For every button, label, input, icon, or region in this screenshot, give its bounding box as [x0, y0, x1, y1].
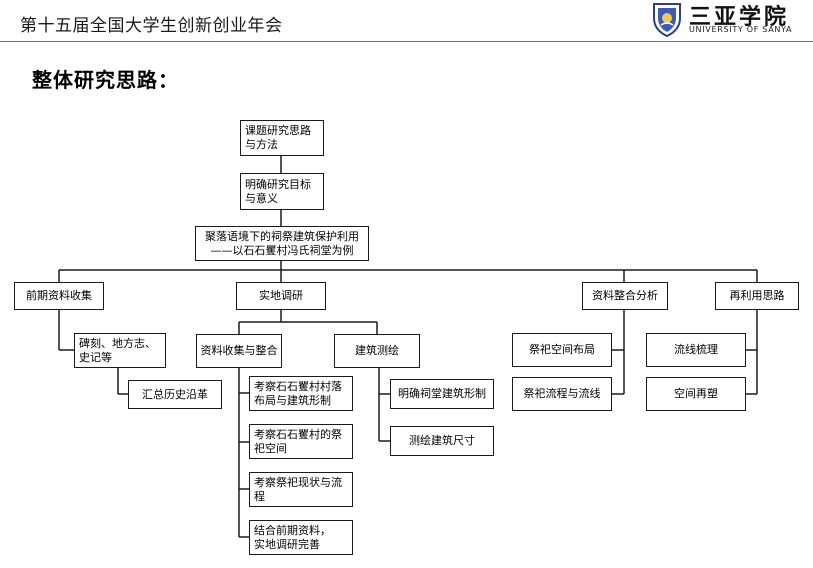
node-village-layout: 考察石石矍村村落 布局与建筑形制 [249, 376, 353, 411]
node-flow-organize: 流线梳理 [646, 333, 746, 367]
node-data-integration: 资料收集与整合 [196, 334, 282, 368]
node-research-topic: 聚落语境下的祠祭建筑保护利用 ——以石石矍村冯氏祠堂为例 [195, 226, 369, 261]
node-building-survey: 建筑测绘 [334, 334, 420, 368]
node-inscriptions: 碑刻、地方志、 史记等 [74, 333, 166, 368]
node-measure-size: 测绘建筑尺寸 [390, 426, 494, 456]
node-ritual-layout: 祭祀空间布局 [512, 333, 612, 367]
node-history-summary: 汇总历史沿革 [128, 380, 222, 409]
node-research-goals: 明确研究目标 与意义 [240, 173, 324, 210]
node-temple-form: 明确祠堂建筑形制 [390, 379, 494, 409]
section-title: 整体研究思路： [32, 68, 179, 92]
conference-title: 第十五届全国大学生创新创业年会 [20, 16, 283, 36]
logo-chinese-name: 三亚学院 [689, 4, 790, 30]
node-space-reshape: 空间再塑 [646, 377, 746, 411]
node-ritual-flow: 祭祀流程与流线 [512, 377, 612, 411]
logo-english-name: UNIVERSITY OF SANYA [689, 25, 793, 34]
node-preliminary-data: 前期资料收集 [14, 282, 104, 310]
node-refine-research: 结合前期资料， 实地调研完善 [249, 520, 353, 555]
node-field-research: 实地调研 [236, 282, 326, 310]
header-divider [0, 41, 813, 42]
node-research-methods: 课题研究思路 与方法 [240, 120, 324, 156]
university-logo: 三亚学院 UNIVERSITY OF SANYA [651, 0, 801, 38]
shield-emblem-icon [653, 3, 681, 37]
node-reuse-ideas: 再利用思路 [715, 282, 799, 310]
node-data-analysis: 资料整合分析 [582, 282, 668, 310]
node-ritual-space: 考察石石矍村的祭 祀空间 [249, 424, 353, 459]
node-ritual-process: 考察祭祀现状与流 程 [249, 472, 353, 507]
